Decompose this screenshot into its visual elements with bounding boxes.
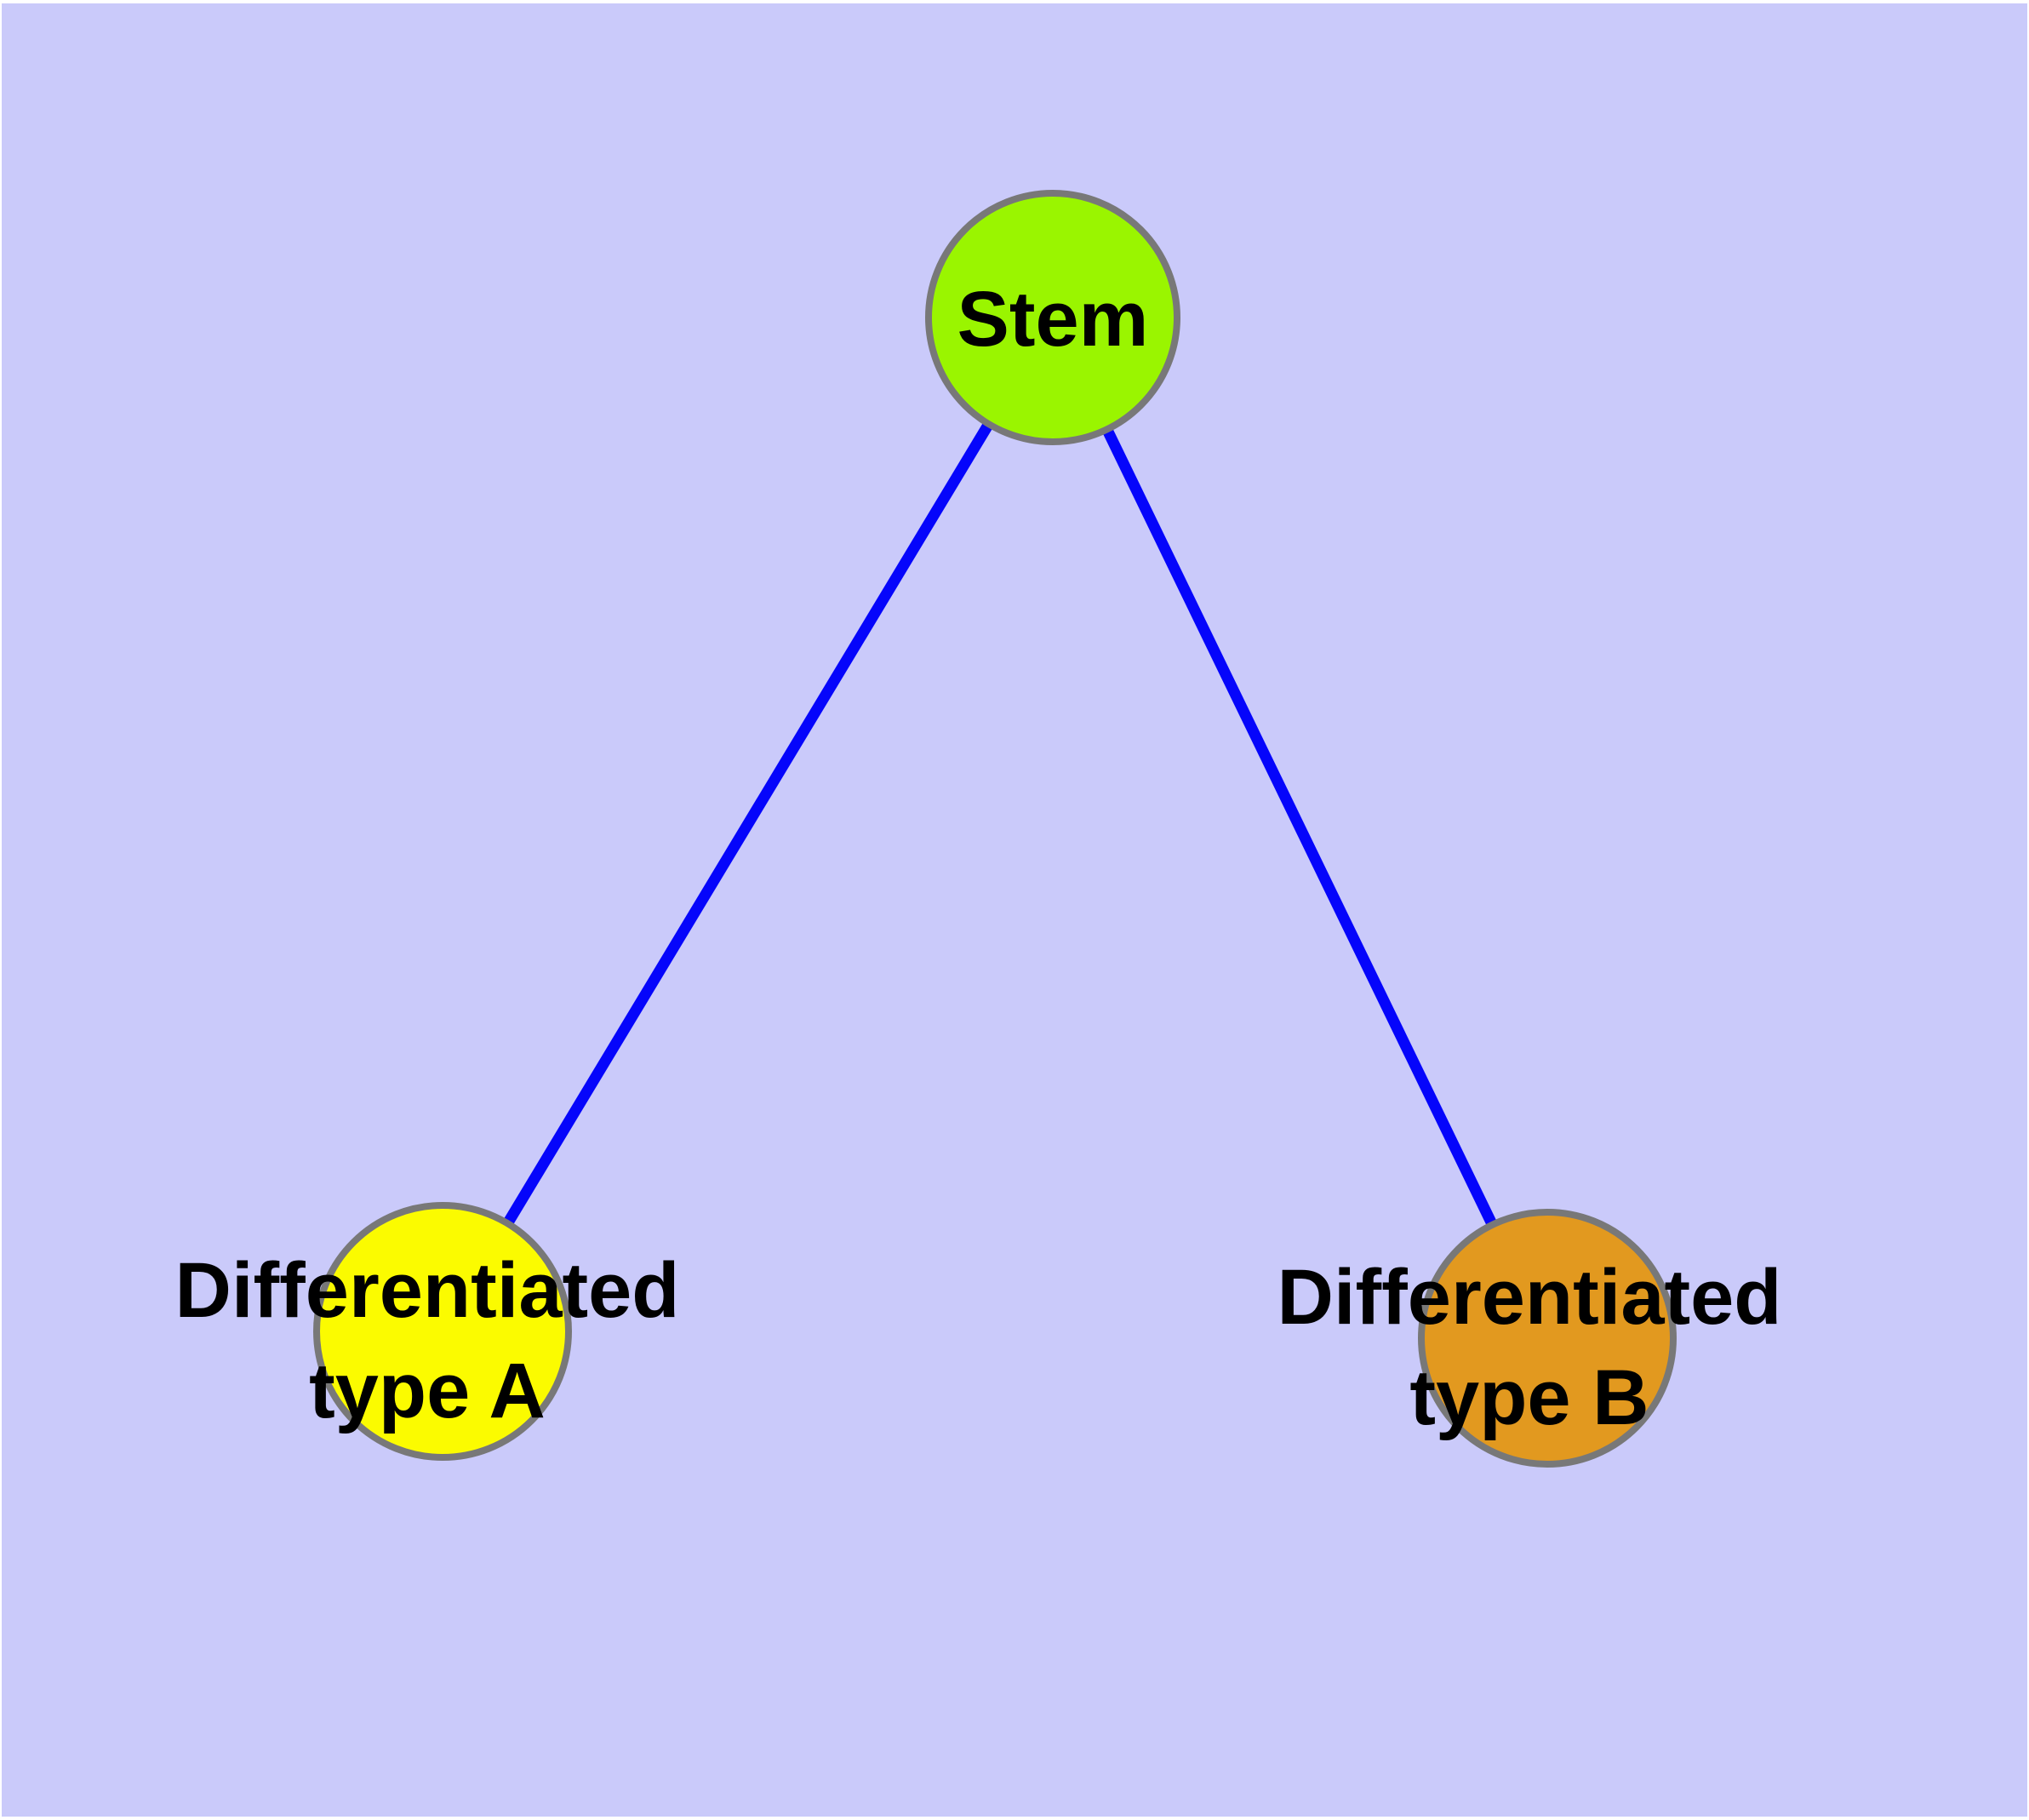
nodes-layer	[313, 190, 1677, 1468]
node-label-differentiated-type-a-line1: Differentiated	[175, 1247, 680, 1334]
edges-layer	[437, 314, 1552, 1341]
edge-stem-to-differentiated-type-b	[1048, 315, 1552, 1341]
node-label-differentiated-type-a-line2: type A	[309, 1348, 546, 1434]
node-differentiated-type-b	[1418, 1209, 1677, 1468]
node-label-differentiated-type-b-line2: type B	[1409, 1354, 1649, 1441]
node-label-differentiated-type-b-line1: Differentiated	[1277, 1254, 1782, 1341]
node-stem	[925, 190, 1180, 445]
node-differentiated-type-a	[313, 1202, 572, 1461]
node-label-stem-line1: Stem	[957, 276, 1149, 363]
edge-stem-to-differentiated-type-a	[437, 314, 1058, 1335]
